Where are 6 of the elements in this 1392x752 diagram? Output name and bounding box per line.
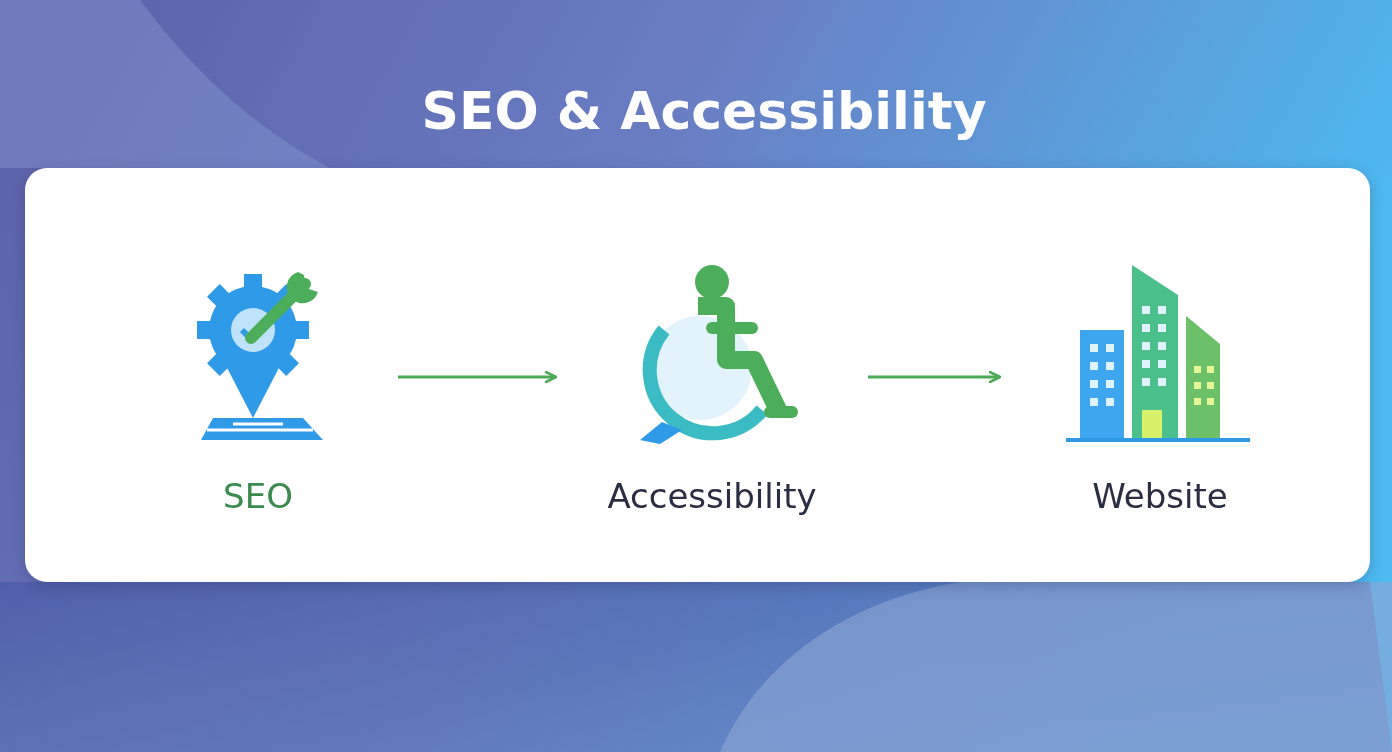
diagram-title: SEO & Accessibility xyxy=(420,80,988,143)
node-label: SEO xyxy=(222,475,294,518)
node-label: Website xyxy=(1091,475,1229,518)
node-label: Accessibility xyxy=(606,475,818,518)
arrow xyxy=(868,370,1002,384)
arrow xyxy=(398,370,558,384)
